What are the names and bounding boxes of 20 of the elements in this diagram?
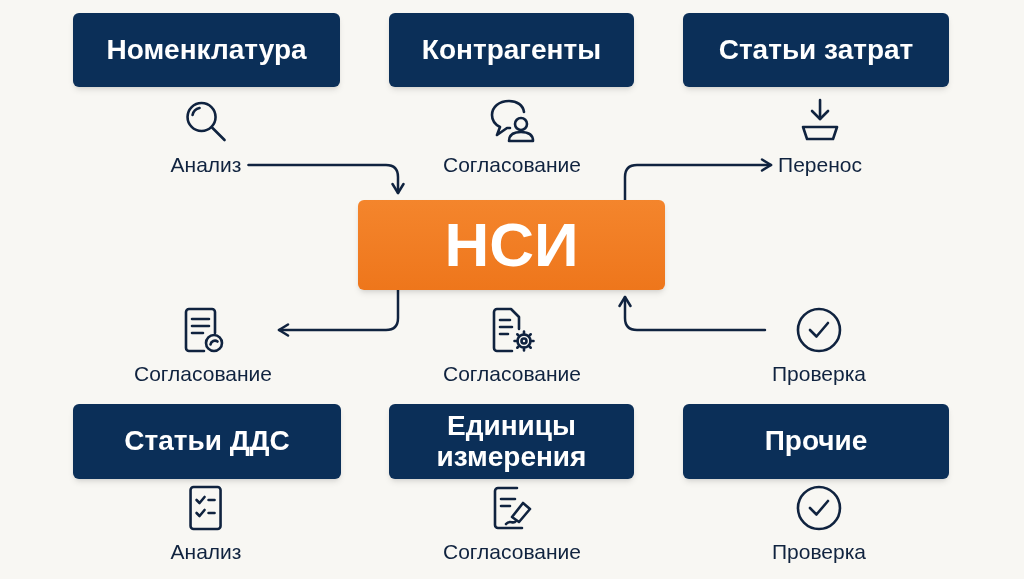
category-box: Прочие [683, 404, 949, 479]
step-label: Проверка [771, 540, 867, 564]
step-label: Согласование [443, 362, 581, 386]
category-box: Статьи ДДС [73, 404, 341, 479]
arrow [277, 288, 400, 337]
step-label: Согласование [134, 362, 272, 386]
category-box: Контрагенты [389, 13, 634, 87]
arrow [618, 295, 767, 332]
hub-box: НСИ [358, 200, 665, 290]
category-box: Единицы измерения [389, 404, 634, 479]
arrow [247, 163, 405, 195]
arrow [623, 158, 773, 202]
step-label: Согласование [443, 153, 581, 177]
step-label: Согласование [443, 540, 581, 564]
step-label: Анализ [170, 153, 242, 177]
category-box: Номенклатура [73, 13, 340, 87]
step-label: Анализ [170, 540, 242, 564]
category-box: Статьи затрат [683, 13, 949, 87]
step-label: Перенос [778, 153, 862, 177]
step-label: Проверка [771, 362, 867, 386]
